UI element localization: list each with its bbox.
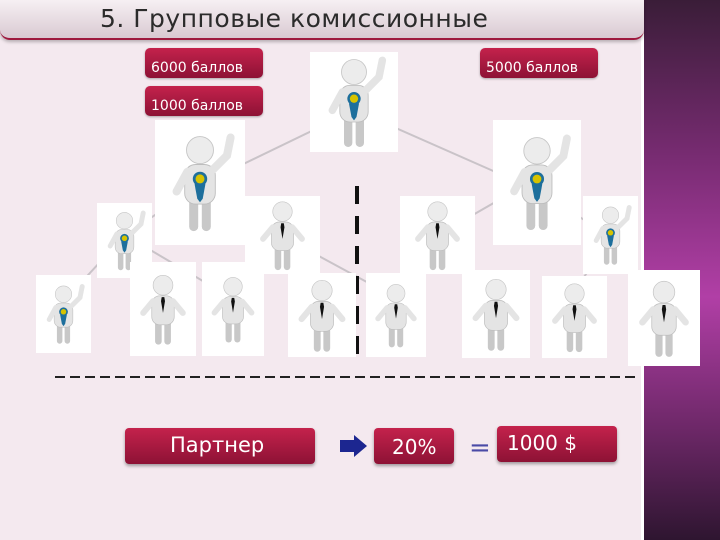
person-figure-icon [260,201,305,271]
right-arrow-icon [340,435,367,457]
partner-box: Партнер [125,428,315,464]
partner-text: Партнер [170,433,265,457]
title-bar: 5. Групповые комиссионные [0,0,644,40]
amount-box: 1000 $ [497,426,617,462]
person-figure-icon [593,205,632,265]
person-figure-icon [298,279,346,352]
percent-box: 20% [374,428,454,464]
label-6000-points: 6000 баллов [145,48,263,78]
person-figure-icon [415,201,460,271]
person-left-medal [155,120,245,245]
person-r2-plain [400,196,475,274]
label-5000-points: 5000 баллов [480,48,598,78]
person-top-medal [310,52,398,152]
slide-title: 5. Групповые комиссионные [100,4,489,33]
label-1000-points: 1000 баллов [145,86,263,116]
person-figure-icon [328,56,387,147]
percent-text: 20% [392,435,437,459]
person-figure-icon [472,278,520,351]
amount-text: 1000 $ [507,431,577,455]
person-right-medal [493,120,581,245]
person-figure-icon [211,277,255,343]
label-5000-text: 5000 баллов [486,60,579,76]
person-figure-icon [510,134,571,231]
equals-sign: = [469,433,491,463]
person-figure-icon [375,284,417,348]
person-l2-plain [245,196,320,274]
person-b2 [130,262,196,356]
person-figure-icon [172,133,235,232]
person-figure-icon [639,280,689,357]
label-6000-text: 6000 баллов [151,60,244,76]
person-b8 [628,270,700,366]
person-figure-icon [107,210,146,271]
person-b4 [288,273,356,357]
person-r2-medal [583,196,638,274]
label-1000-text: 1000 баллов [151,98,244,114]
person-b3 [202,262,264,356]
person-figure-icon [140,275,186,345]
person-b6 [462,270,530,358]
person-b7 [542,276,607,358]
person-b1-medal [36,275,91,353]
person-b5 [366,273,426,357]
person-figure-icon [46,284,85,344]
person-figure-icon [552,283,597,353]
